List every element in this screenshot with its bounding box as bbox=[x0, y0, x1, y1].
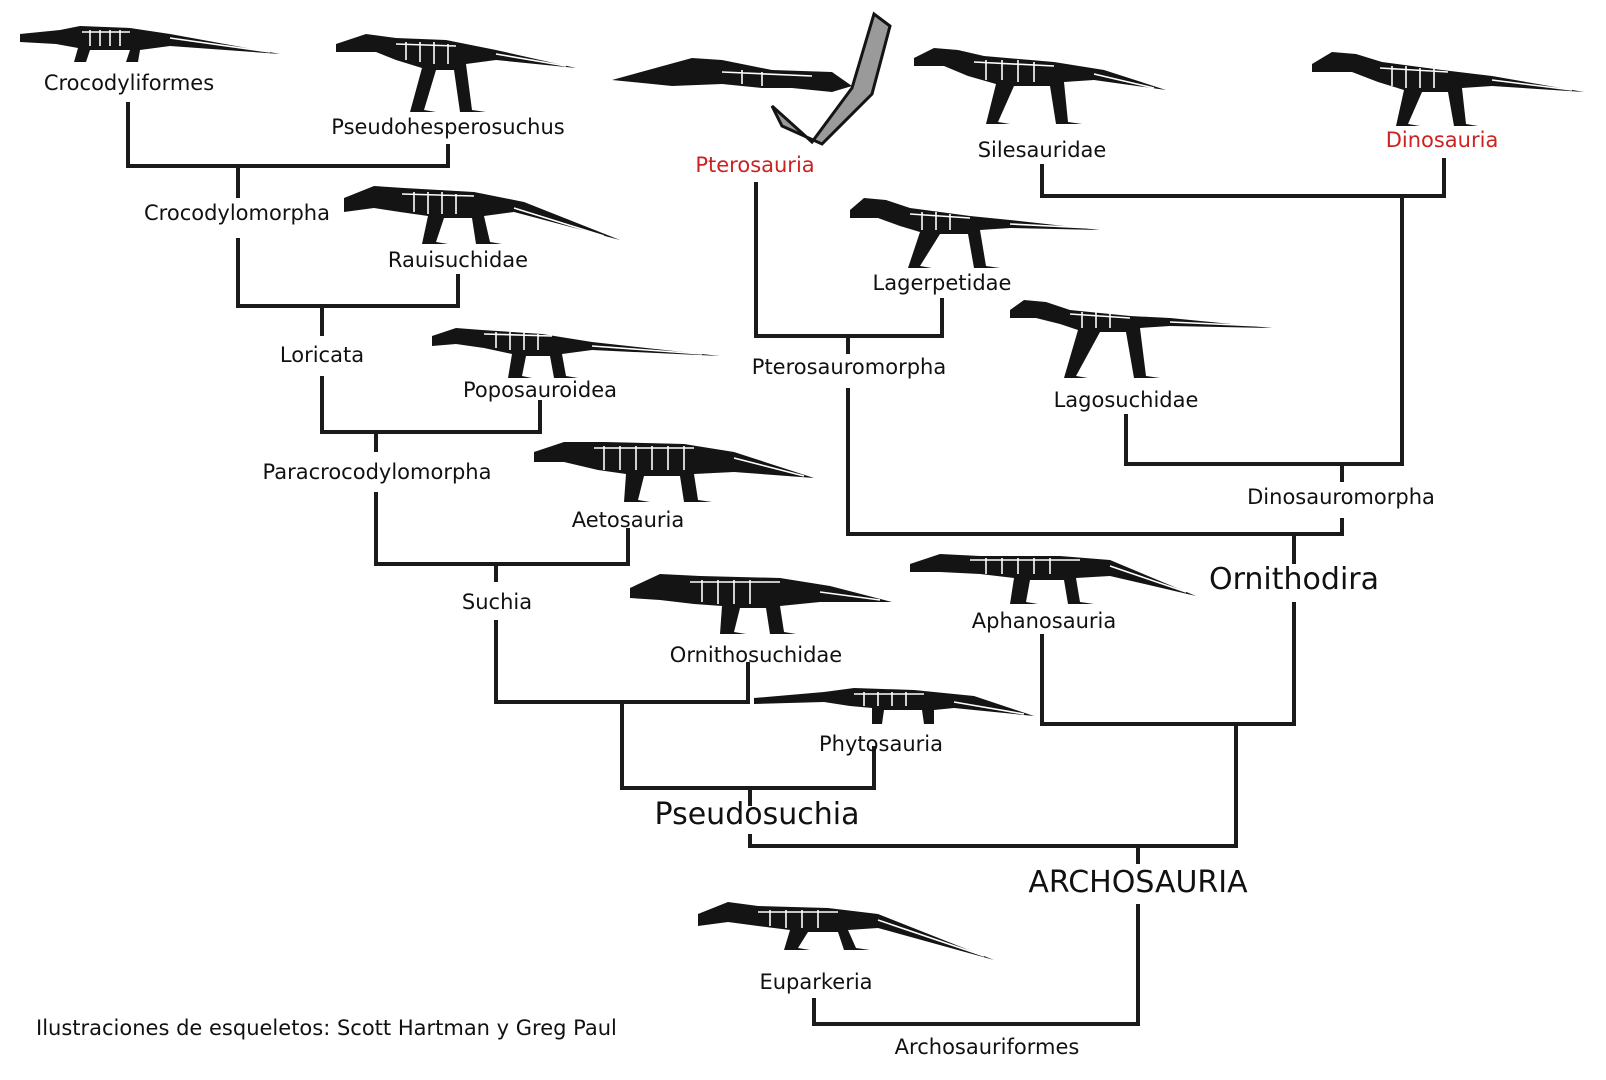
phytosauria-skeleton-icon bbox=[754, 688, 1034, 724]
taxon-label-ornithosuchidae: Ornithosuchidae bbox=[669, 643, 843, 667]
node-label-dinosauromorpha: Dinosauromorpha bbox=[1247, 485, 1435, 509]
node-label-crocodylomorpha: Crocodylomorpha bbox=[144, 201, 330, 225]
aphanosauria-skeleton-icon bbox=[910, 554, 1196, 604]
pterosauria-skeleton-icon bbox=[612, 11, 892, 146]
node-label-archosauria: ARCHOSAURIA bbox=[1028, 865, 1248, 900]
crocodyliformes-skeleton-icon bbox=[20, 26, 280, 62]
taxon-label-rauisuchidae: Rauisuchidae bbox=[387, 248, 529, 272]
euparkeria-skeleton-icon bbox=[698, 902, 994, 960]
taxon-label-euparkeria: Euparkeria bbox=[759, 970, 873, 994]
pseudohesperosuchus-skeleton-icon bbox=[336, 34, 576, 112]
node-label-pterosauromorpha: Pterosauromorpha bbox=[751, 355, 947, 379]
taxon-label-aetosauria: Aetosauria bbox=[571, 508, 685, 532]
taxon-label-lagosuchidae: Lagosuchidae bbox=[1053, 388, 1199, 412]
taxon-label-poposauroidea: Poposauroidea bbox=[462, 378, 618, 402]
lagerpetidae-skeleton-icon bbox=[850, 198, 1100, 268]
node-label-archosauriformes: Archosauriformes bbox=[894, 1035, 1080, 1059]
node-label-suchia: Suchia bbox=[461, 590, 533, 614]
aetosauria-skeleton-icon bbox=[534, 442, 814, 502]
taxon-label-crocodyliformes: Crocodyliformes bbox=[43, 71, 215, 95]
taxon-label-pterosauria: Pterosauria bbox=[695, 153, 815, 177]
rauisuchidae-skeleton-icon bbox=[344, 186, 620, 244]
taxon-label-dinosauria: Dinosauria bbox=[1385, 128, 1499, 152]
node-label-ornithodira: Ornithodira bbox=[1209, 562, 1379, 597]
silesauridae-skeleton-icon bbox=[914, 48, 1166, 124]
taxon-label-lagerpetidae: Lagerpetidae bbox=[872, 271, 1012, 295]
ornithosuchidae-skeleton-icon bbox=[630, 574, 892, 634]
node-label-pseudosuchia: Pseudosuchia bbox=[654, 797, 860, 832]
node-label-loricata: Loricata bbox=[279, 343, 365, 367]
lagosuchidae-skeleton-icon bbox=[1010, 300, 1272, 378]
node-label-paracrocodylomorpha: Paracrocodylomorpha bbox=[262, 460, 492, 484]
taxon-label-phytosauria: Phytosauria bbox=[819, 732, 943, 756]
dinosauria-skeleton-icon bbox=[1312, 52, 1584, 126]
taxon-label-silesauridae: Silesauridae bbox=[977, 138, 1107, 162]
taxon-label-pseudohesperosuchus: Pseudohesperosuchus bbox=[331, 115, 565, 139]
illustration-credit: Ilustraciones de esqueletos: Scott Hartm… bbox=[36, 1016, 617, 1040]
poposauroidea-skeleton-icon bbox=[432, 328, 720, 378]
taxon-label-aphanosauria: Aphanosauria bbox=[971, 609, 1117, 633]
